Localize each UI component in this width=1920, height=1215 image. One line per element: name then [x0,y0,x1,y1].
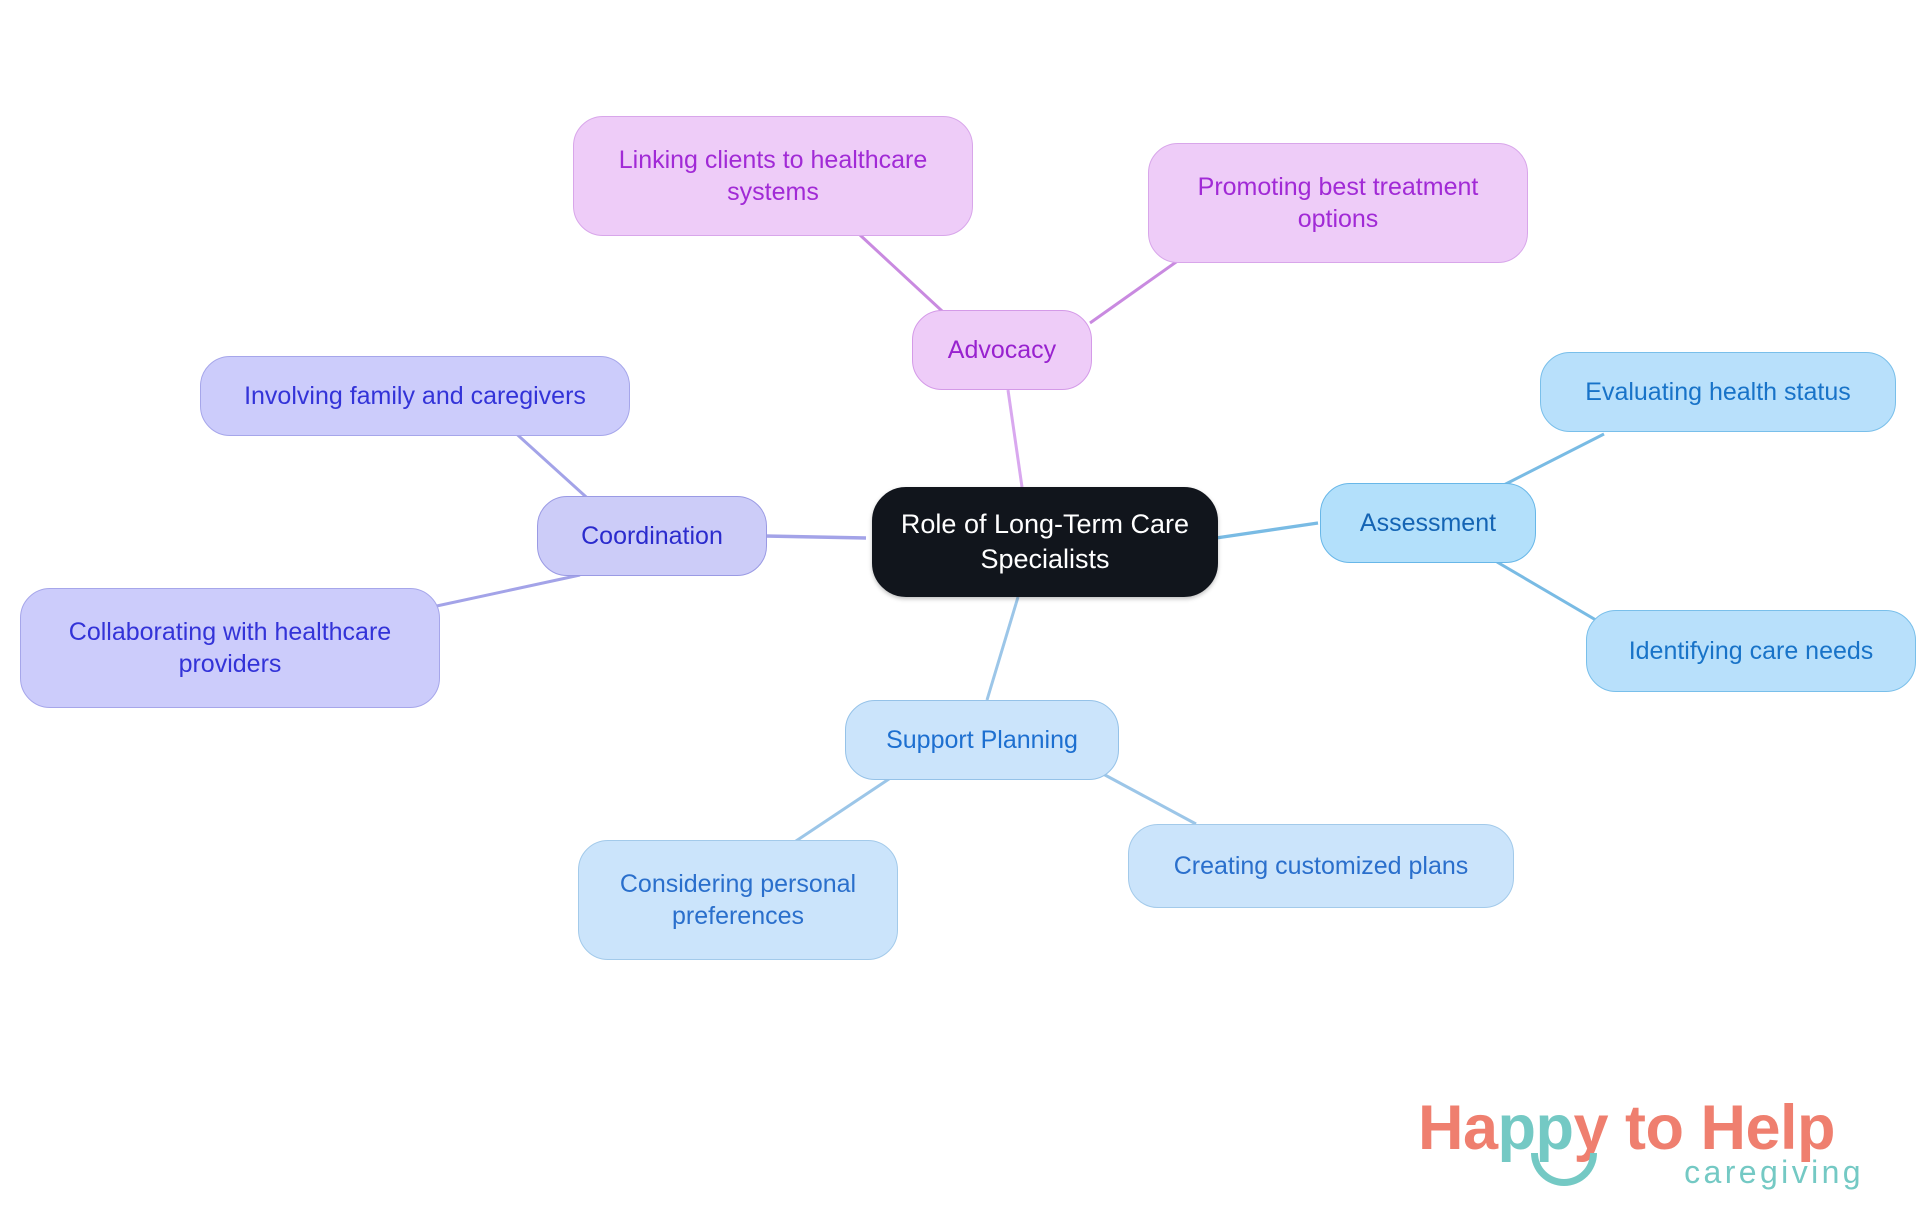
leaf-node-identifying-care-needs[interactable]: Identifying care needs [1586,610,1916,692]
root-node[interactable]: Role of Long-Term Care Specialists [872,487,1218,597]
branch-node-advocacy[interactable]: Advocacy [912,310,1092,390]
brand-wordmark-part2: y to Help [1573,1093,1836,1163]
leaf-node-involving-family-and-caregivers-label: Involving family and caregivers [244,382,586,410]
leaf-node-evaluating-health-status-label: Evaluating health status [1585,378,1851,406]
leaf-node-considering-personal-preferences[interactable]: Considering personal preferences [578,840,898,960]
edge-root-coordination [764,534,867,540]
leaf-node-involving-family-and-caregivers[interactable]: Involving family and caregivers [200,356,630,436]
brand-wordmark-pp: pp [1497,1093,1574,1163]
leaf-node-promoting-best-treatment-options[interactable]: Promoting best treatment options [1148,143,1528,263]
branch-node-support-planning[interactable]: Support Planning [845,700,1119,780]
leaf-node-considering-personal-preferences-label: Considering personal preferences [619,870,857,930]
leaf-node-evaluating-health-status[interactable]: Evaluating health status [1540,352,1896,432]
branch-node-support-planning-label: Support Planning [886,726,1078,754]
leaf-node-creating-customized-plans-label: Creating customized plans [1173,852,1469,880]
branch-node-assessment[interactable]: Assessment [1320,483,1536,563]
brand-wordmark: Happy to Help [1418,1092,1836,1164]
leaf-node-collaborating-with-healthcare-providers-label: Collaborating with healthcare providers [68,618,392,678]
leaf-node-creating-customized-plans[interactable]: Creating customized plans [1128,824,1514,908]
branch-node-assessment-label: Assessment [1359,509,1497,537]
edge-support-creating [1091,766,1197,826]
brand-wordmark-part1: Ha [1418,1093,1498,1163]
brand-logo: Happy to Help caregiving [1418,1092,1868,1204]
edge-root-assessment [1215,521,1319,540]
leaf-node-identifying-care-needs-label: Identifying care needs [1628,637,1874,665]
edge-root-support-planning [985,596,1020,701]
edge-advocacy-promoting [1089,253,1187,325]
edge-root-advocacy [1006,389,1024,488]
branch-node-advocacy-label: Advocacy [947,336,1057,364]
edge-support-considering [789,771,899,847]
leaf-node-promoting-best-treatment-options-label: Promoting best treatment options [1197,173,1479,233]
edge-coordination-collaborating [431,573,581,609]
root-node-label: Role of Long-Term Care Specialists [900,509,1190,574]
branch-node-coordination-label: Coordination [581,522,723,550]
leaf-node-linking-clients-to-healthcare-systems[interactable]: Linking clients to healthcare systems [573,116,973,236]
smile-icon [1531,1153,1597,1186]
branch-node-coordination[interactable]: Coordination [537,496,767,576]
leaf-node-linking-clients-to-healthcare-systems-label: Linking clients to healthcare systems [618,146,928,206]
brand-tagline: caregiving [1684,1154,1864,1190]
leaf-node-collaborating-with-healthcare-providers[interactable]: Collaborating with healthcare providers [20,588,440,708]
